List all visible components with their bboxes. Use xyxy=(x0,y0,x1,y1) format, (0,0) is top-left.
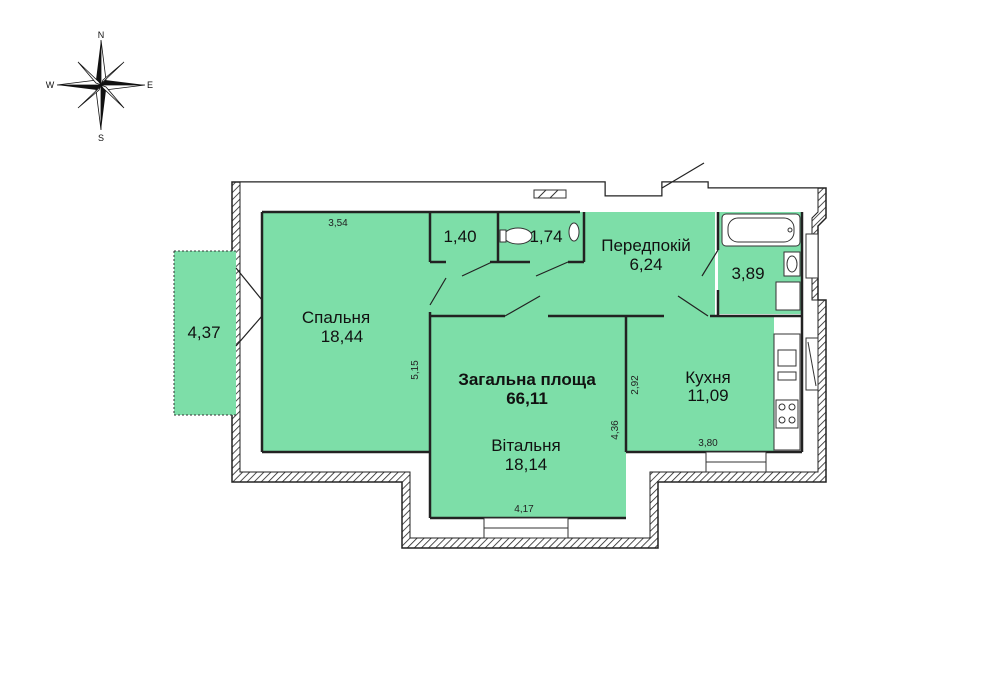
kitchen xyxy=(626,316,774,452)
wc-toilet-icon xyxy=(499,227,533,245)
compass-west-label: W xyxy=(46,80,55,90)
living-room xyxy=(430,316,626,518)
storage-area: 1,40 xyxy=(443,227,476,246)
windows xyxy=(483,189,819,539)
balcony-area: 4,37 xyxy=(187,323,220,342)
bathroom-area: 3,89 xyxy=(731,264,764,283)
bedroom-area: 18,44 xyxy=(321,327,364,346)
living-room-name: Вітальня xyxy=(491,436,561,455)
kitchen-name: Кухня xyxy=(685,368,731,387)
hallway-area: 6,24 xyxy=(629,255,662,274)
wc-sink-icon xyxy=(568,222,580,242)
compass-north-label: N xyxy=(98,30,105,40)
living-room-area: 18,14 xyxy=(505,455,548,474)
living-depth-dim: 4,36 xyxy=(610,420,621,440)
bedroom-width-dim: 3,54 xyxy=(328,218,348,229)
kitchen-width-dim: 3,80 xyxy=(698,438,718,449)
bedroom-depth-dim: 5,15 xyxy=(410,360,421,380)
compass-south-label: S xyxy=(98,133,104,143)
washing-machine-icon xyxy=(775,281,801,311)
bedroom xyxy=(262,212,430,452)
door-swings xyxy=(235,249,719,347)
balcony xyxy=(174,251,236,415)
compass-east-label: E xyxy=(147,80,153,90)
total-area-value: 66,11 xyxy=(506,389,548,408)
hallway-name: Передпокій xyxy=(601,236,691,255)
compass-rose-icon xyxy=(56,39,146,131)
kitchen-depth-dim: 2,92 xyxy=(630,375,641,395)
bathroom-sink-icon xyxy=(783,251,801,277)
bedroom-name: Спальня xyxy=(302,308,370,327)
kitchen-counter-icon xyxy=(773,333,801,451)
living-width-dim: 4,17 xyxy=(514,504,534,515)
total-area-label: Загальна площа xyxy=(458,370,596,389)
entrance-door-icon xyxy=(661,162,705,189)
bathtub-icon xyxy=(721,213,801,247)
kitchen-area: 11,09 xyxy=(687,386,728,405)
wc-area: 1,74 xyxy=(529,227,562,246)
